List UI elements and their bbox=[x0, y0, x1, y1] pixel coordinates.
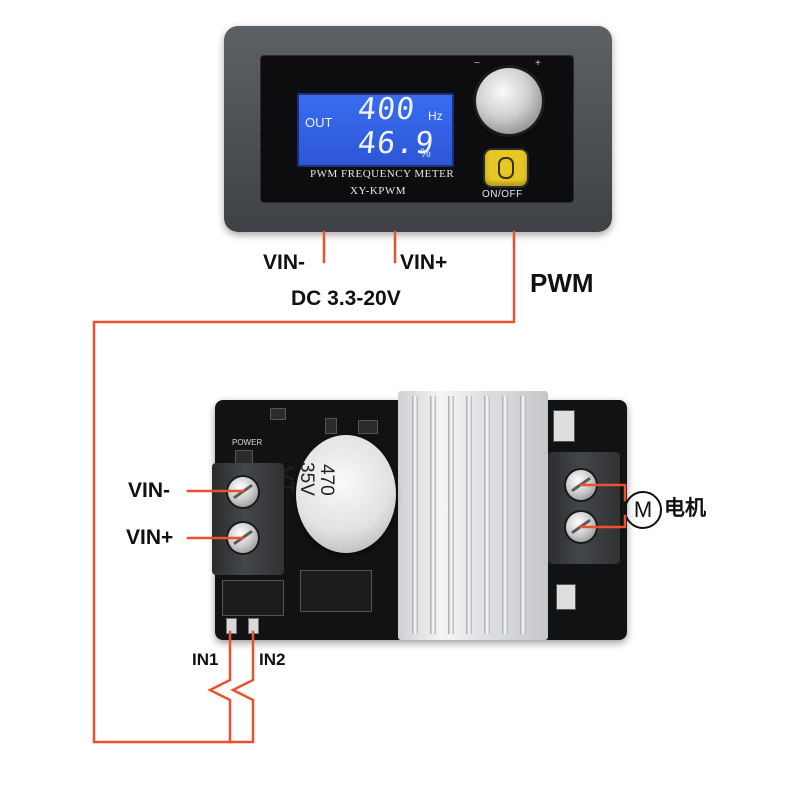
power-button-label: ON/OFF bbox=[482, 189, 523, 200]
pwm-label: PWM bbox=[530, 268, 594, 298]
smd-component bbox=[270, 408, 286, 420]
motor-wire-1 bbox=[579, 483, 627, 502]
meter-name-text: PWM FREQUENCY METER bbox=[310, 168, 455, 180]
heatsink-fin bbox=[448, 396, 454, 634]
driver-ic-area bbox=[300, 570, 372, 612]
meter-vin-plus-label: VIN+ bbox=[400, 251, 448, 274]
in2-wire bbox=[228, 630, 255, 744]
motor-label: 电机 bbox=[664, 496, 706, 520]
pwm-signal-wire bbox=[92, 230, 516, 744]
board-vin-plus-label: VIN+ bbox=[126, 526, 174, 549]
motor-wire-2 bbox=[579, 514, 627, 529]
electrolytic-capacitor bbox=[296, 435, 396, 553]
in1-label: IN1 bbox=[192, 650, 219, 669]
lcd-display bbox=[297, 93, 454, 167]
silkscreen-power-text: POWER bbox=[232, 438, 263, 447]
knob-minus-mark: − bbox=[474, 58, 480, 69]
lcd-duty-unit: % bbox=[420, 146, 431, 160]
motor-symbol-icon: M bbox=[624, 491, 662, 529]
in1-wire bbox=[207, 630, 232, 744]
smd-component bbox=[553, 410, 575, 442]
knob-plus-mark: + bbox=[535, 58, 541, 69]
resistor-array bbox=[222, 580, 284, 616]
meter-model-text: XY-KPWM bbox=[350, 185, 407, 197]
lcd-out-label: OUT bbox=[305, 115, 333, 130]
smd-component bbox=[358, 420, 378, 434]
heatsink-fin bbox=[412, 396, 418, 634]
board-vin-minus-label: VIN- bbox=[128, 479, 170, 502]
heatsink-fin bbox=[466, 396, 472, 634]
heatsink-fin bbox=[484, 396, 490, 634]
adjust-knob[interactable] bbox=[476, 68, 542, 134]
heatsink-fin bbox=[520, 396, 526, 634]
in2-label: IN2 bbox=[259, 650, 286, 669]
in1-pin[interactable] bbox=[226, 618, 237, 634]
smd-component bbox=[556, 584, 576, 610]
lcd-frequency-unit: Hz bbox=[428, 109, 443, 123]
smd-component bbox=[325, 418, 337, 434]
meter-vin-minus-label: VIN- bbox=[263, 251, 305, 274]
supply-voltage-label: DC 3.3-20V bbox=[291, 287, 401, 310]
power-button[interactable] bbox=[485, 150, 527, 186]
heatsink-fin bbox=[502, 396, 508, 634]
heatsink-fin bbox=[430, 396, 436, 634]
power-icon bbox=[498, 157, 514, 179]
